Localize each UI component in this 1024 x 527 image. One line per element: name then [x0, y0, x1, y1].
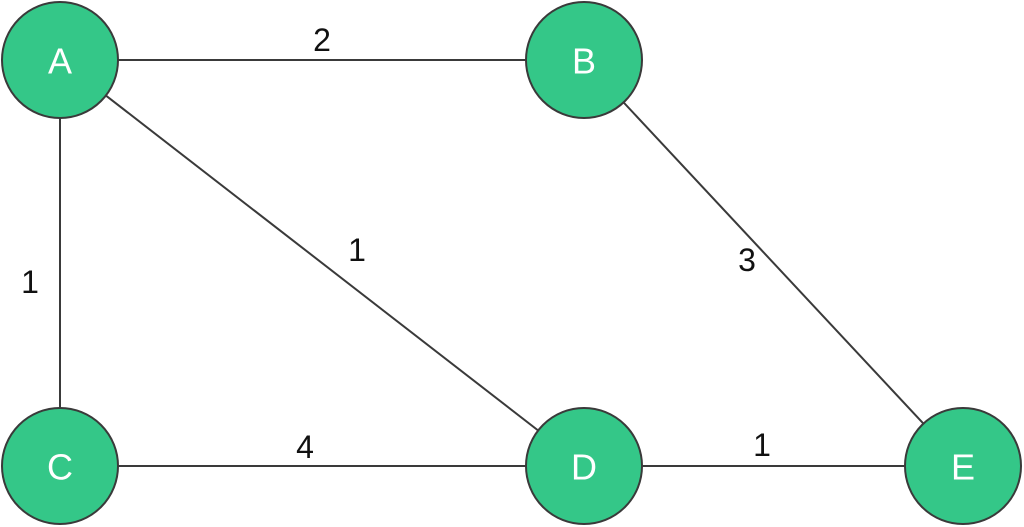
node-circle-d	[525, 407, 643, 525]
weight-label-a-b: 2	[313, 22, 331, 58]
node-d: D	[525, 407, 643, 525]
node-circle-a	[1, 1, 119, 119]
node-circle-c	[1, 407, 119, 525]
node-label-e: E	[951, 447, 975, 488]
edge-a-d	[59, 59, 585, 467]
node-label-b: B	[572, 41, 596, 82]
node-e: E	[904, 407, 1022, 525]
weight-label-c-d: 4	[296, 429, 314, 465]
node-b: B	[525, 1, 643, 119]
node-circle-b	[525, 1, 643, 119]
node-c: C	[1, 407, 119, 525]
weight-label-a-d: 1	[348, 232, 366, 268]
edge-b-e	[583, 59, 964, 467]
weight-label-a-c: 1	[21, 264, 39, 300]
weight-label-d-e: 1	[753, 427, 771, 463]
weight-label-b-e: 3	[738, 242, 756, 278]
node-label-a: A	[48, 41, 72, 82]
node-label-c: C	[47, 447, 73, 488]
edges-layer	[59, 59, 964, 467]
node-a: A	[1, 1, 119, 119]
weights-layer: 2 1 1 3 4 1	[21, 22, 771, 465]
node-circle-e	[904, 407, 1022, 525]
node-label-d: D	[571, 447, 597, 488]
